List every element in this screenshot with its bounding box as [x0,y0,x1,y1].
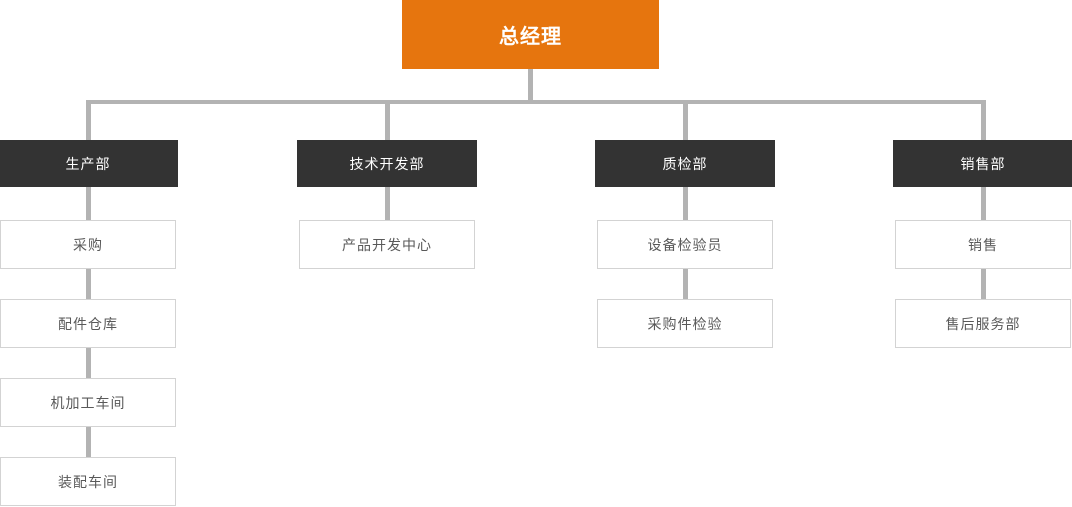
org-node-production-dept: 生产部 [0,140,178,187]
org-node-sales: 销售 [895,220,1071,269]
connector-horizontal-bar [86,100,985,104]
connector-sales-child1 [981,187,986,220]
child-label: 产品开发中心 [342,236,432,253]
org-node-tech-dev-dept: 技术开发部 [297,140,477,187]
org-node-assembly-workshop: 装配车间 [0,457,176,506]
child-label: 销售 [968,236,998,253]
connector-quality-child2 [683,269,688,299]
connector-drop-sales [981,100,986,140]
connector-drop-production [86,100,91,140]
dept-label: 销售部 [960,155,1006,172]
dept-label: 质检部 [662,155,708,172]
org-node-sales-dept: 销售部 [893,140,1072,187]
child-label: 配件仓库 [58,315,118,332]
org-node-product-dev-center: 产品开发中心 [299,220,475,269]
org-node-purchased-parts-inspection: 采购件检验 [597,299,773,348]
connector-tech-child1 [385,187,390,220]
connector-production-child4 [86,427,91,457]
child-label: 采购 [73,236,103,253]
org-node-after-sales-service: 售后服务部 [895,299,1071,348]
child-label: 售后服务部 [945,315,1021,332]
org-node-machining-workshop: 机加工车间 [0,378,176,427]
org-node-purchasing: 采购 [0,220,176,269]
connector-root-stem [528,69,533,100]
connector-production-child1 [86,187,91,220]
child-label: 装配车间 [58,473,118,490]
connector-production-child3 [86,348,91,378]
child-label: 设备检验员 [647,236,723,253]
dept-label: 技术开发部 [349,155,425,172]
org-node-parts-warehouse: 配件仓库 [0,299,176,348]
org-node-quality-dept: 质检部 [595,140,775,187]
org-node-general-manager: 总经理 [402,0,659,69]
connector-drop-quality [683,100,688,140]
root-label: 总经理 [499,26,562,48]
connector-sales-child2 [981,269,986,299]
connector-production-child2 [86,269,91,299]
connector-drop-tech [385,100,390,140]
connector-quality-child1 [683,187,688,220]
child-label: 机加工车间 [50,394,126,411]
org-node-equipment-inspector: 设备检验员 [597,220,773,269]
dept-label: 生产部 [65,155,111,172]
child-label: 采购件检验 [647,315,723,332]
